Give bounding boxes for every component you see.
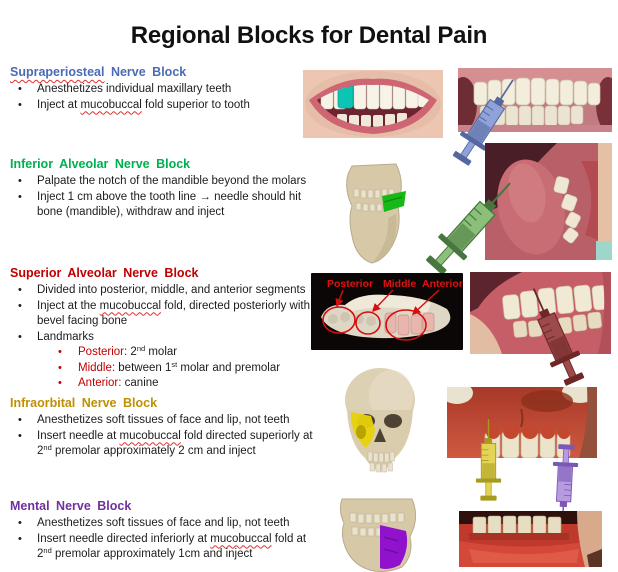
section-inferior-alveolar: Inferior Alveolar Nerve Block Palpate th…: [10, 156, 318, 221]
misspelled-word: mucobuccal: [210, 532, 272, 545]
mandible-mental-highlight-render: [339, 498, 417, 572]
ordinal-superscript: nd: [43, 443, 52, 452]
bullet-text: premolar approximately 2 cm and inject: [51, 445, 256, 457]
bullet-text: Inject at the: [37, 299, 100, 312]
skull-infraorbital-render: [345, 368, 415, 473]
denture-label-posterior: Posterior: [327, 278, 373, 290]
section-infraorbital: Infraorbital Nerve Block Anesthetizes so…: [10, 395, 318, 460]
bullet-text: canine: [121, 377, 159, 389]
bullet-item: Insert needle directed inferiorly at muc…: [10, 532, 318, 563]
smile-photo: [303, 70, 443, 138]
bullet-text: fold at 2: [37, 532, 307, 561]
landmark-keyword: Anterior:: [78, 377, 122, 389]
ordinal-superscript: nd: [136, 344, 146, 353]
bullet-text: fold directed superiorly at 2: [37, 429, 313, 458]
highlighted-mandible-purple: [380, 525, 408, 569]
bullet-item: Palpate the notch of the mandible beyond…: [10, 174, 318, 190]
highlighted-tooth-teal: [337, 84, 354, 109]
bullet-text: between 1: [115, 361, 172, 374]
bullet-item: Insert needle at mucobuccal fold directe…: [10, 429, 318, 460]
bullet-text: molar and premolar: [177, 361, 281, 374]
ordinal-superscript: nd: [43, 546, 52, 555]
denture-landmarks-photo: Posterior Middle Anterior: [311, 273, 463, 350]
denture-label-middle: Middle: [383, 278, 416, 290]
bullet-item: Inject at the mucobuccal fold, directed …: [10, 299, 318, 330]
section-heading-infraorbital: Infraorbital Nerve Block: [10, 396, 158, 410]
ordinal-superscript: st: [171, 359, 178, 369]
landmark-keyword: Posterior:: [78, 346, 128, 358]
section-mental: Mental Nerve Block Anesthetizes soft tis…: [10, 498, 318, 563]
sub-bullet-anterior: Anterior: canine: [10, 376, 318, 392]
bullet-text: Insert needle directed inferiorly at: [37, 532, 211, 545]
bullet-item: Inject at mucobuccal fold superior to to…: [10, 98, 318, 114]
section-heading-inferior-alveolar: Inferior Alveolar Nerve Block: [10, 157, 191, 171]
bullet-text: fold superior to tooth: [141, 98, 250, 111]
bullet-item: Anesthetizes individual maxillary teeth: [10, 82, 318, 98]
section-heading-supraperiosteal: Supraperiosteal Nerve Block: [10, 64, 318, 80]
misspelled-word: mucobuccal: [80, 98, 142, 111]
bullet-text: 2: [127, 346, 137, 358]
section-heading-mental: Mental Nerve Block: [10, 499, 132, 513]
page-title: Regional Blocks for Dental Pain: [130, 22, 488, 50]
bullet-item: Divided into posterior, middle, and ante…: [10, 283, 318, 299]
bullet-text: molar: [145, 346, 178, 358]
landmark-keyword: Middle:: [78, 361, 116, 374]
anterior-teeth-photo: [458, 68, 612, 132]
bullet-item: Anesthetizes soft tissues of face and li…: [10, 413, 318, 429]
mandible-molars-highlight-render: [346, 163, 406, 264]
lower-gums-injection-photo: [459, 511, 602, 567]
heading-rest: Nerve Block: [104, 65, 187, 79]
bullet-text: fold, directed posteriorly with bevel fa…: [37, 299, 310, 328]
section-supraperiosteal: Supraperiosteal Nerve Block Anesthetizes…: [10, 64, 318, 113]
syringe-yellow-icon: [475, 419, 502, 503]
sub-bullet-middle: Middle: between 1st molar and premolar: [10, 359, 318, 377]
open-mouth-injection-photo: [485, 143, 612, 260]
bullet-text: Insert needle at: [37, 429, 120, 442]
sub-bullet-posterior: Posterior: 2nd molar: [10, 345, 318, 361]
misspelled-word: mucobuccal: [119, 429, 181, 442]
bullet-item: Anesthetizes soft tissues of face and li…: [10, 516, 318, 532]
misspelled-word: mucobuccal: [99, 299, 162, 312]
bullet-item: Landmarks: [10, 330, 318, 346]
bullet-text: Inject at: [37, 98, 81, 111]
highlighted-molars-green: [382, 191, 406, 212]
section-superior-alveolar: Superior Alveolar Nerve Block Divided in…: [10, 265, 318, 392]
denture-label-anterior: Anterior: [422, 278, 463, 290]
heading-word-misspelled: Supraperiosteal: [10, 65, 105, 79]
bullet-item: Inject 1 cm above the tooth line → needl…: [10, 190, 318, 221]
bullet-text: premolar approximately 1cm and inject: [51, 548, 253, 560]
section-heading-superior-alveolar: Superior Alveolar Nerve Block: [10, 266, 199, 280]
